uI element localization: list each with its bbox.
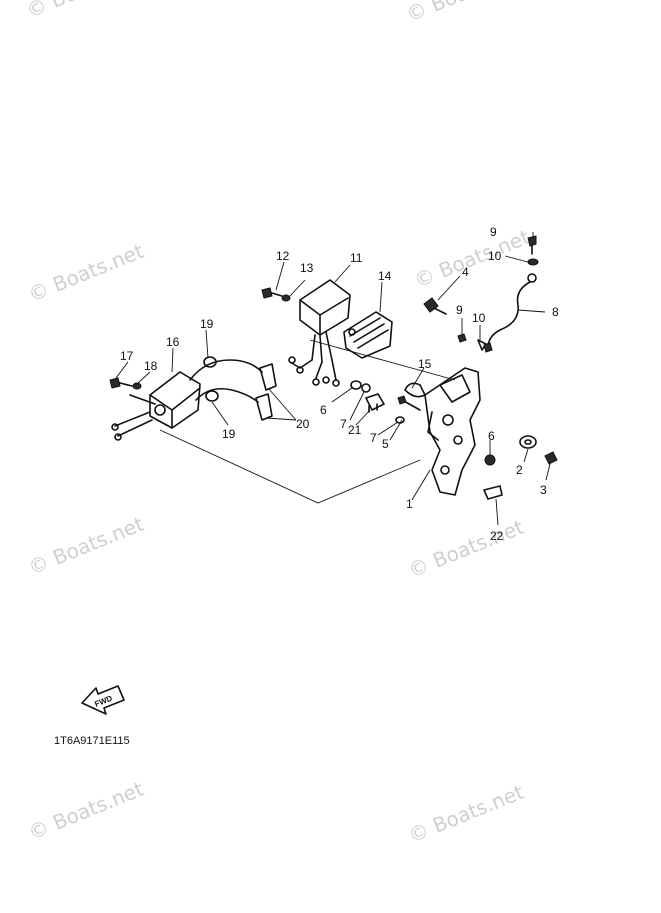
- assembly-lines: [159, 339, 456, 504]
- callout-17: 17: [120, 349, 134, 363]
- ht-cord-19-upper: [189, 356, 263, 381]
- ground-lead-8: [483, 273, 537, 353]
- callout-6-right: 6: [488, 429, 495, 443]
- watermark-mid-left: © Boats.net: [25, 512, 147, 580]
- ht-cord-19-lower: [195, 387, 259, 403]
- callout-5: 5: [382, 437, 389, 451]
- callout-19-lower: 19: [222, 427, 236, 441]
- cdi-unit-11: [288, 279, 351, 387]
- clip-10-lower: [477, 339, 487, 351]
- callout-7-right: 7: [370, 431, 377, 445]
- callout-16: 16: [166, 335, 180, 349]
- watermark-top-right: © Boats.net: [403, 0, 525, 27]
- callout-11: 11: [350, 251, 363, 265]
- watermark-bottom-left: © Boats.net: [25, 777, 147, 845]
- callout-leaders: [115, 232, 546, 501]
- callout-19-upper: 19: [200, 317, 214, 331]
- screw-5: [397, 395, 421, 411]
- callout-10-lower: 10: [472, 311, 486, 325]
- watermark-mid-right-2: © Boats.net: [405, 515, 527, 583]
- plug-cap-20-upper: [259, 363, 277, 391]
- callout-1: 1: [406, 497, 413, 511]
- bolt-3: [544, 451, 558, 481]
- bolt-17: [109, 377, 133, 389]
- callout-22: 22: [490, 529, 504, 543]
- washer-6-left: [350, 380, 362, 390]
- plug-cap-20-lower: [255, 393, 273, 421]
- watermark-left: © Boats.net: [25, 239, 147, 307]
- callout-6-left: 6: [320, 403, 327, 417]
- watermark-bottom-right: © Boats.net: [405, 780, 527, 848]
- callout-2: 2: [516, 463, 523, 477]
- callout-13: 13: [300, 261, 314, 275]
- fuse-21: [365, 393, 385, 413]
- washer-13: [281, 294, 291, 302]
- fwd-arrow: FWD: [81, 685, 125, 715]
- callout-8: 8: [552, 305, 559, 319]
- callout-9-lower: 9: [456, 303, 463, 317]
- callout-20: 20: [296, 417, 310, 431]
- fwd-label: FWD: [93, 694, 113, 709]
- screw-9-top: [527, 235, 537, 255]
- group-line-cdi: [309, 339, 456, 381]
- callout-4: 4: [462, 265, 469, 279]
- bolt-4: [423, 297, 447, 315]
- ignition-coil-16: [111, 371, 201, 441]
- callout-3: 3: [540, 483, 547, 497]
- callout-14: 14: [378, 269, 392, 283]
- washer-10-top: [527, 258, 539, 266]
- callout-10-top: 10: [488, 249, 502, 263]
- watermarks: © Boats.net © Boats.net © Boats.net © Bo…: [23, 0, 533, 848]
- callout-7-left: 7: [340, 417, 347, 431]
- callout-9-top: 9: [490, 225, 497, 239]
- grommet-2: [519, 435, 537, 463]
- callout-21: 21: [348, 423, 362, 437]
- nut-6-right: [484, 454, 496, 466]
- callouts: 9 10 8 4 9 10 11 12 13 14 15 5 6 7 21 7 …: [120, 225, 559, 543]
- screw-12: [261, 287, 283, 299]
- diagram-code: 1T6A9171E115: [54, 735, 130, 747]
- callout-15: 15: [418, 357, 432, 371]
- bracket-plate: [424, 367, 481, 496]
- bolt-9-lower: [457, 333, 467, 343]
- cap-15: [404, 382, 426, 398]
- callout-18: 18: [144, 359, 158, 373]
- rectifier-14: [343, 311, 393, 359]
- washer-18: [132, 382, 142, 390]
- group-line-coil: [159, 429, 421, 504]
- screw-22: [483, 485, 503, 526]
- watermark-top-left: © Boats.net: [23, 0, 145, 23]
- callout-12: 12: [276, 249, 290, 263]
